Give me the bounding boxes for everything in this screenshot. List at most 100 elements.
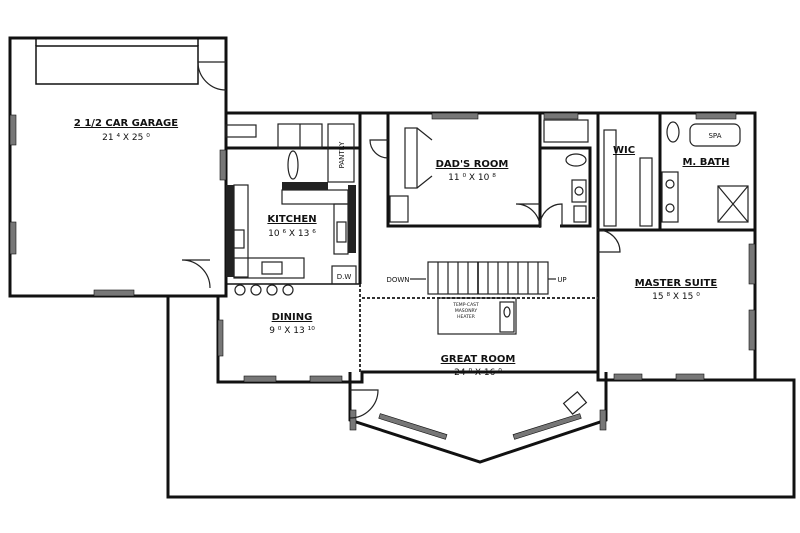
master-sink-1 [665, 179, 675, 189]
kitchen-west-counter-edge [233, 184, 249, 278]
master-window-east-2 [748, 309, 756, 351]
garage-door-track [35, 45, 199, 85]
hall-bath-walls [540, 146, 592, 228]
wic-shelf-east [639, 157, 653, 227]
hall-bath-door-swing [539, 203, 563, 227]
stool-2 [250, 284, 262, 296]
master-suite-name: MASTER SUITE [635, 278, 718, 289]
deck-outline [166, 297, 796, 499]
dads-closet-doors [416, 127, 433, 189]
hall-bath-sink [574, 186, 584, 196]
stool-3 [266, 284, 278, 296]
kitchen-north-counter [281, 189, 349, 205]
dining: DINING 9 ⁰ X 13 ¹⁰ [217, 284, 361, 383]
linen-closet [573, 205, 587, 223]
kitchen-east-counter-edge [333, 203, 349, 255]
heater-label-2: MASONRY [455, 308, 478, 314]
stool-1 [234, 284, 246, 296]
house-outer-walls [216, 111, 757, 384]
dads-closet-2 [389, 195, 409, 223]
garage: 2 1/2 CAR GARAGE 21 ⁴ X 25 ⁰ [8, 36, 228, 298]
kitchen-counter-top [225, 124, 257, 138]
master-door-swing [597, 229, 621, 253]
kitchen-north-island-top [282, 182, 328, 190]
dads-room-name: DAD'S ROOM [436, 159, 509, 170]
dads-closet [404, 127, 418, 189]
cooktop [336, 221, 347, 243]
bay-window-corner-left [349, 409, 357, 431]
master-window-east-1 [748, 243, 756, 285]
kitchen-sink [229, 229, 245, 249]
hall-bath-toilet [565, 153, 587, 167]
kitchen-name: KITCHEN [267, 214, 316, 225]
master-shower-drain [717, 185, 749, 223]
master-bath-window [695, 112, 737, 120]
kitchen-island [233, 257, 305, 279]
dining-window-south-1 [243, 375, 277, 383]
great-room-size: 24 ⁰ X 16 ⁰ [454, 368, 502, 378]
masonry-heater [437, 297, 517, 335]
garage-window-left-bottom [9, 221, 17, 255]
dining-size: 9 ⁰ X 13 ¹⁰ [269, 326, 315, 336]
dishwasher [331, 265, 357, 285]
master-toilet [666, 121, 680, 143]
corner-stove [562, 391, 588, 415]
dining-window-west [217, 319, 224, 357]
master-suite-size: 15 ⁸ X 15 ⁰ [652, 292, 700, 302]
stool-4 [282, 284, 294, 296]
bay-window-right [512, 413, 582, 440]
garage-name: 2 1/2 CAR GARAGE [74, 118, 178, 129]
stair-up-label: UP [557, 276, 566, 284]
garage-window-left-top [9, 114, 17, 146]
garage-door-swing-top [197, 61, 227, 91]
great-room-bay-wall [348, 372, 608, 464]
spa-tub [689, 123, 741, 147]
hall-bath [539, 112, 592, 228]
dads-room-walls [386, 113, 542, 228]
kitchen-size: 10 ⁶ X 13 ⁶ [268, 229, 316, 239]
kitchen: PANTRY D.W KITCHEN 10 ⁶ X 13 ⁶ [225, 113, 362, 296]
heater-firebox [499, 301, 515, 333]
hall-bath-window [543, 112, 579, 120]
dads-room-size: 11 ⁰ X 10 ⁸ [448, 173, 496, 183]
pantry-box [327, 123, 355, 183]
dining-window-south-2 [309, 375, 343, 383]
staircase [427, 261, 549, 295]
island-sink [261, 261, 283, 275]
master-vanity [661, 171, 679, 223]
bay-window-left [378, 413, 448, 440]
dining-name: DINING [272, 312, 313, 323]
hall-bath-vanity [571, 179, 587, 203]
wic-label: WIC [613, 145, 635, 156]
master-window-south-1 [613, 373, 643, 381]
garage-walls [8, 36, 228, 298]
wic-shelf-west [603, 129, 617, 227]
spa-label: SPA [708, 132, 721, 140]
dads-room-door-swing-south [515, 203, 541, 229]
master-shower [717, 185, 749, 223]
master-sink-2 [665, 203, 675, 213]
great-room-door-swing [349, 389, 379, 419]
dads-room-door-swing-north [369, 139, 389, 159]
pantry-label: PANTRY [338, 141, 346, 168]
garage-window-bottom [93, 289, 135, 297]
garage-window-right [219, 149, 227, 181]
dads-room-window [431, 112, 479, 120]
hall-bath-tub [543, 119, 589, 143]
dishwasher-label: D.W [337, 273, 352, 281]
hood-column [287, 150, 299, 180]
master-window-south-2 [675, 373, 705, 381]
master-suite: WIC SPA M. BATH MASTER SUITE 15 ⁸ X 15 ⁰ [596, 112, 756, 381]
heater-label-1: TEMP-CAST [452, 302, 479, 308]
heater-flame-icon [503, 306, 511, 318]
heater-label-3: HEATER [457, 314, 475, 320]
bay-window-corner-right [599, 409, 607, 431]
master-bath-label: M. BATH [682, 157, 729, 168]
great-room: DOWN UP TEMP-CAST MASONRY HEATER GREAT R… [362, 261, 598, 415]
garage-size: 21 ⁴ X 25 ⁰ [102, 133, 150, 143]
kitchen-east-counter [348, 185, 356, 253]
great-room-name: GREAT ROOM [441, 354, 516, 365]
garage-door-swing-bottom [181, 259, 211, 289]
stair-down-label: DOWN [386, 276, 409, 284]
